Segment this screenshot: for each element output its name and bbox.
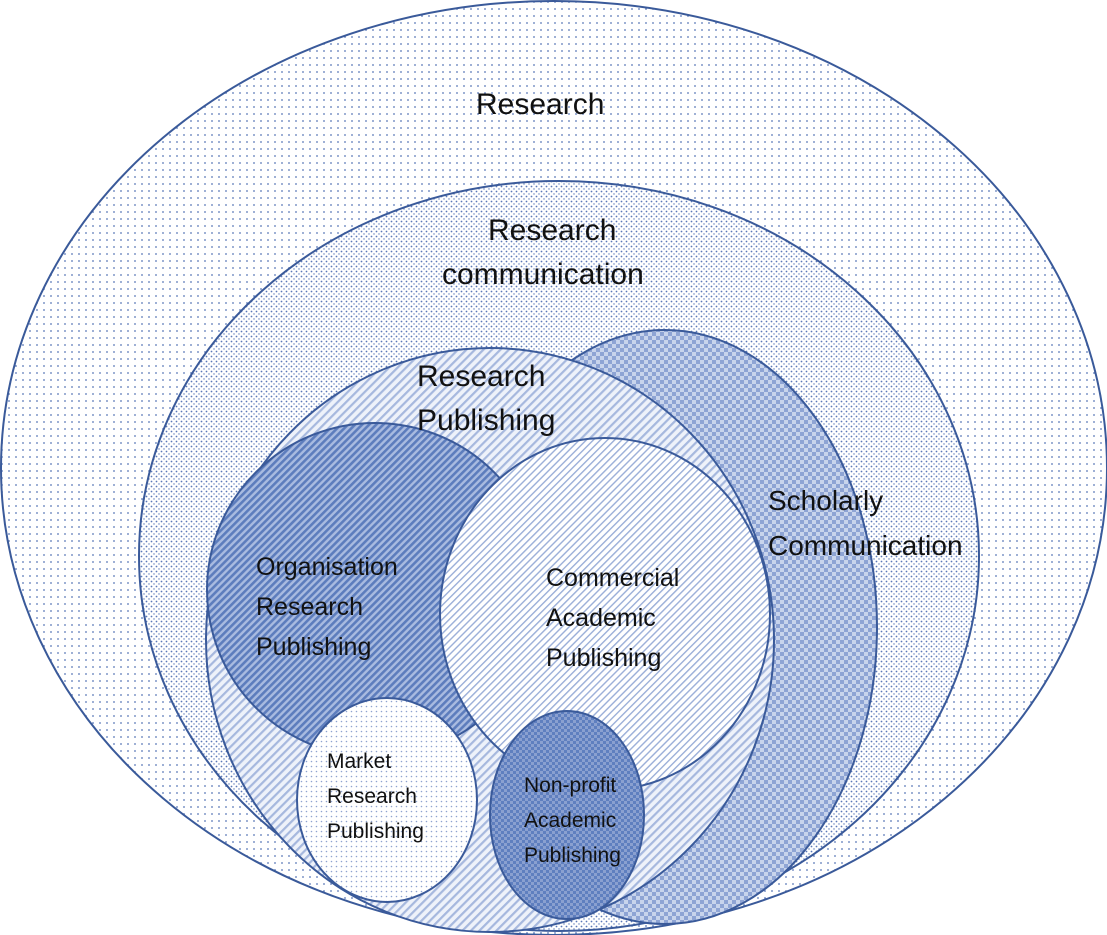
- market-research-publishing-region: [296, 697, 478, 903]
- research-label: Research: [476, 88, 604, 121]
- research-publishing-label-line: Publishing: [417, 404, 555, 437]
- market-research-publishing-label-line: Market: [327, 750, 391, 773]
- research-label-line: Research: [476, 88, 604, 121]
- organisation-research-publishing-label: Organisation Research Publishing: [256, 553, 405, 661]
- research-communication-label-line: communication: [442, 258, 644, 291]
- nonprofit-academic-publishing-region: [489, 710, 645, 920]
- organisation-research-publishing-label-line: Organisation: [256, 553, 398, 581]
- market-research-publishing-label-line: Research: [327, 785, 417, 808]
- research-communication-label-line: Research: [488, 214, 616, 247]
- scholarly-communication-label-line: Scholarly: [768, 485, 883, 516]
- scholarly-communication-label: Scholarly Communication: [768, 485, 963, 561]
- commercial-academic-publishing-label: Commercial Academic Publishing: [546, 564, 686, 672]
- market-research-publishing-label-line: Publishing: [327, 820, 424, 843]
- nonprofit-academic-publishing-label-line: Academic: [524, 809, 616, 832]
- organisation-research-publishing-label-line: Research: [256, 593, 363, 621]
- research-communication-label: Research communication: [442, 214, 644, 291]
- commercial-academic-publishing-label-line: Publishing: [546, 644, 661, 672]
- nonprofit-academic-publishing-label-line: Non-profit: [524, 774, 616, 797]
- commercial-academic-publishing-label-line: Academic: [546, 604, 656, 632]
- scholarly-communication-label-line: Communication: [768, 530, 963, 561]
- nonprofit-academic-publishing-label-line: Publishing: [524, 844, 621, 867]
- research-publishing-label-line: Research: [417, 360, 545, 393]
- market-research-publishing-label: Market Research Publishing: [327, 750, 424, 843]
- commercial-academic-publishing-label-line: Commercial: [546, 564, 679, 592]
- organisation-research-publishing-label-line: Publishing: [256, 633, 371, 661]
- research-publishing-label: Research Publishing: [417, 360, 555, 437]
- nonprofit-academic-publishing-label: Non-profit Academic Publishing: [524, 774, 622, 867]
